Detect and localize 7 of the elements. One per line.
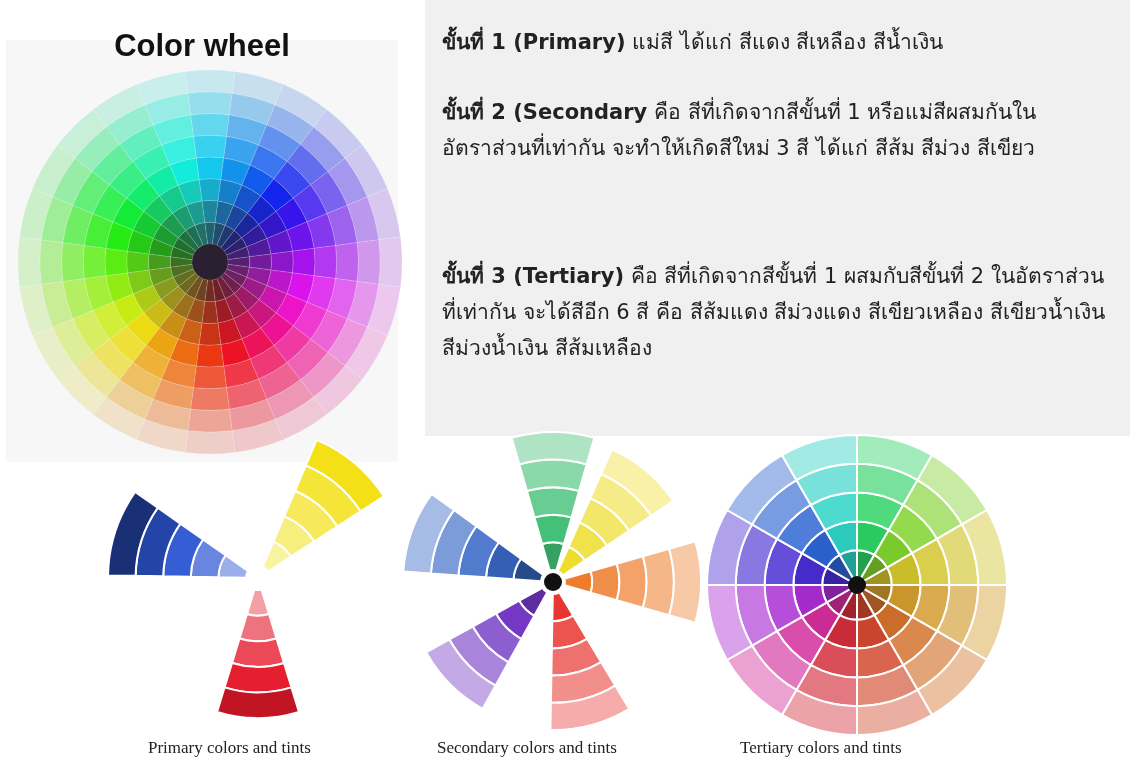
description-paragraph: ขั้นที่ 2 (Secondary คือ สีที่เกิดจากสีขั้นที่ 1 หรือแม่สีผสมกันในอัตราส่วนที่เท่ากัน จะทำให้เกิดสีใหม่ 3 สี ได้แก่ สีส้ม สีม่วง สีเขียว bbox=[442, 94, 1112, 166]
description-paragraph: ขั้นที่ 1 (Primary) แม่สี ได้แก่ สีแดง สีเหลือง สีน้ำเงิน bbox=[442, 24, 1112, 60]
description-paragraph: ขั้นที่ 3 (Tertiary) คือ สีที่เกิดจากสีขั้นที่ 1 ผสมกับสีขั้นที่ 2 ในอัตราส่วนที่เท่ากัน จะได้สีอีก 6 สี คือ สีส้มแดง สีม่วงแดง สีเขียวเหลือง สีเขียวน้ำเงินสีม่วงน้ำเงิน สีส้มเหลือง bbox=[442, 258, 1112, 366]
diagram-caption: Primary colors and tints bbox=[148, 738, 311, 758]
diagram-caption: Tertiary colors and tints bbox=[740, 738, 902, 758]
title: Color wheel bbox=[113, 28, 291, 64]
diagram-caption: Secondary colors and tints bbox=[437, 738, 617, 758]
